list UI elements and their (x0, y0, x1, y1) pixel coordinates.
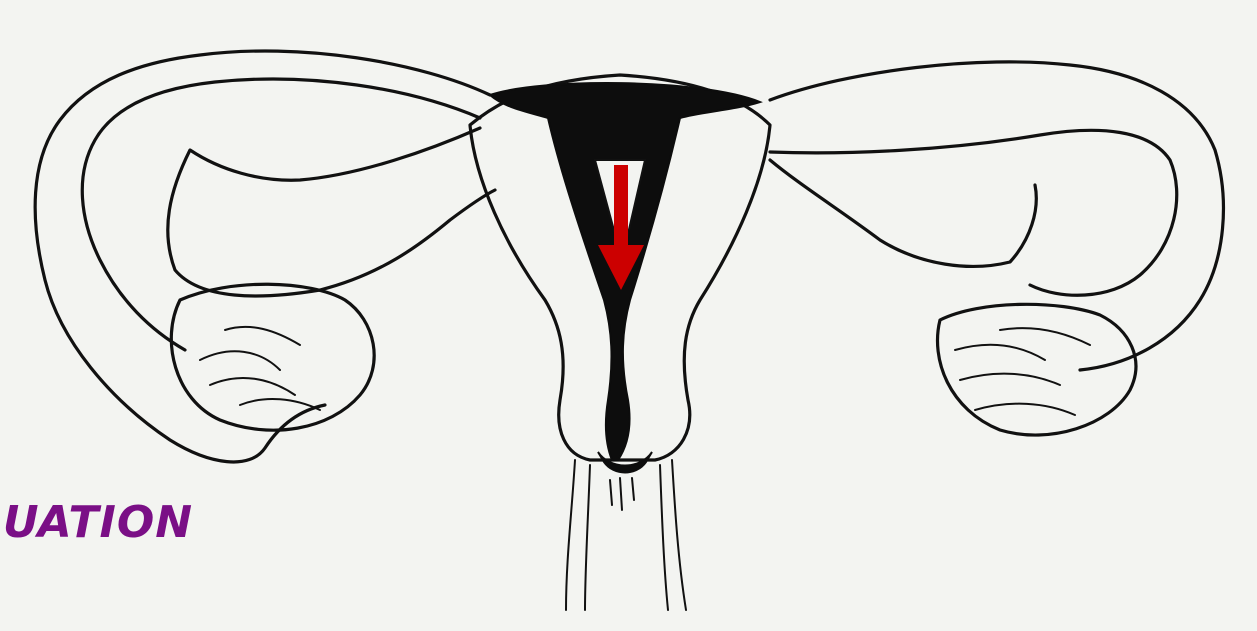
left-broad-ligament (168, 128, 495, 296)
right-ovary (938, 304, 1136, 435)
left-fallopian-tube-inner (82, 79, 480, 350)
cervical-marks (610, 478, 634, 510)
right-broad-ligament (770, 160, 1036, 266)
right-fimbriae (955, 328, 1090, 415)
right-fallopian-tube (770, 62, 1223, 370)
right-fallopian-tube-inner (770, 130, 1177, 295)
left-fimbriae (200, 327, 320, 410)
cervical-canal (566, 460, 686, 610)
caption-text: RUATION (0, 497, 193, 548)
left-ovary (171, 284, 374, 430)
arrow-shaft (614, 165, 628, 247)
cervix-os (598, 452, 652, 473)
